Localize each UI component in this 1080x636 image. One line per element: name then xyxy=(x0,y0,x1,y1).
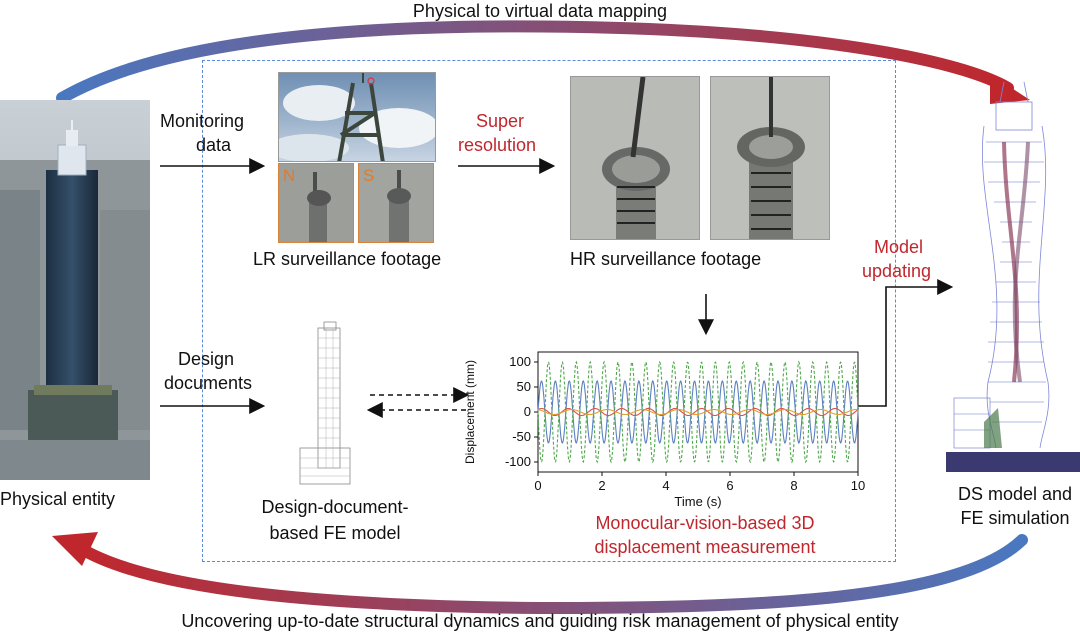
hr-thumb-2 xyxy=(710,76,830,240)
fe-model-label-1: Design-document- xyxy=(261,497,409,517)
x-tick-label: 8 xyxy=(790,478,797,493)
design-label-1: Design xyxy=(178,349,235,369)
bottom-arc-label: Uncovering up-to-date structural dynamic… xyxy=(181,611,899,631)
series-line-3 xyxy=(537,407,859,417)
y-axis-label: Displacement (mm) xyxy=(463,360,477,464)
top-arc-label: Physical to virtual data mapping xyxy=(412,1,668,21)
ds-model-wireframe xyxy=(944,81,1080,476)
ds-model-label-1: DS model and xyxy=(957,484,1073,504)
building-photo xyxy=(0,100,150,480)
series-line-2 xyxy=(537,360,859,464)
north-label: N xyxy=(283,166,296,185)
y-tick-label: 0 xyxy=(524,404,531,419)
x-tick-label: 0 xyxy=(534,478,541,493)
monitoring-label-2: data xyxy=(196,135,232,155)
design-label-2: documents xyxy=(164,373,253,393)
model-updating-label-1: Model xyxy=(874,237,924,257)
monitoring-label-1: Monitoring xyxy=(160,111,245,131)
y-tick-label: -50 xyxy=(512,429,531,444)
lr-thumb-north: N xyxy=(278,163,354,243)
lr-footage-label: LR surveillance footage xyxy=(253,249,442,269)
x-tick-label: 4 xyxy=(662,478,669,493)
x-tick-label: 10 xyxy=(851,478,865,493)
fe-model-label-2: based FE model xyxy=(269,523,401,543)
super-label-2: resolution xyxy=(458,135,537,155)
hr-footage-label: HR surveillance footage xyxy=(570,249,762,269)
model-updating-label-2: updating xyxy=(862,261,932,281)
south-label: S xyxy=(363,166,375,185)
super-label-1: Super xyxy=(476,111,525,131)
y-tick-label: -100 xyxy=(505,454,531,469)
monocular-label-2: displacement measurement xyxy=(594,537,816,557)
monitoring-photo xyxy=(278,72,436,162)
x-tick-label: 2 xyxy=(598,478,605,493)
physical-entity-label: Physical entity xyxy=(0,489,116,509)
ds-model-label-2: FE simulation xyxy=(960,508,1070,528)
y-tick-label: 100 xyxy=(509,354,531,369)
x-tick-label: 6 xyxy=(726,478,733,493)
fe-model-wireframe xyxy=(290,318,370,488)
x-axis-label: Time (s) xyxy=(674,494,721,509)
series-line-4 xyxy=(537,408,858,416)
hr-thumb-1 xyxy=(570,76,700,240)
y-tick-label: 50 xyxy=(517,379,531,394)
lr-thumb-south: S xyxy=(358,163,434,243)
monocular-label-1: Monocular-vision-based 3D xyxy=(595,513,815,533)
